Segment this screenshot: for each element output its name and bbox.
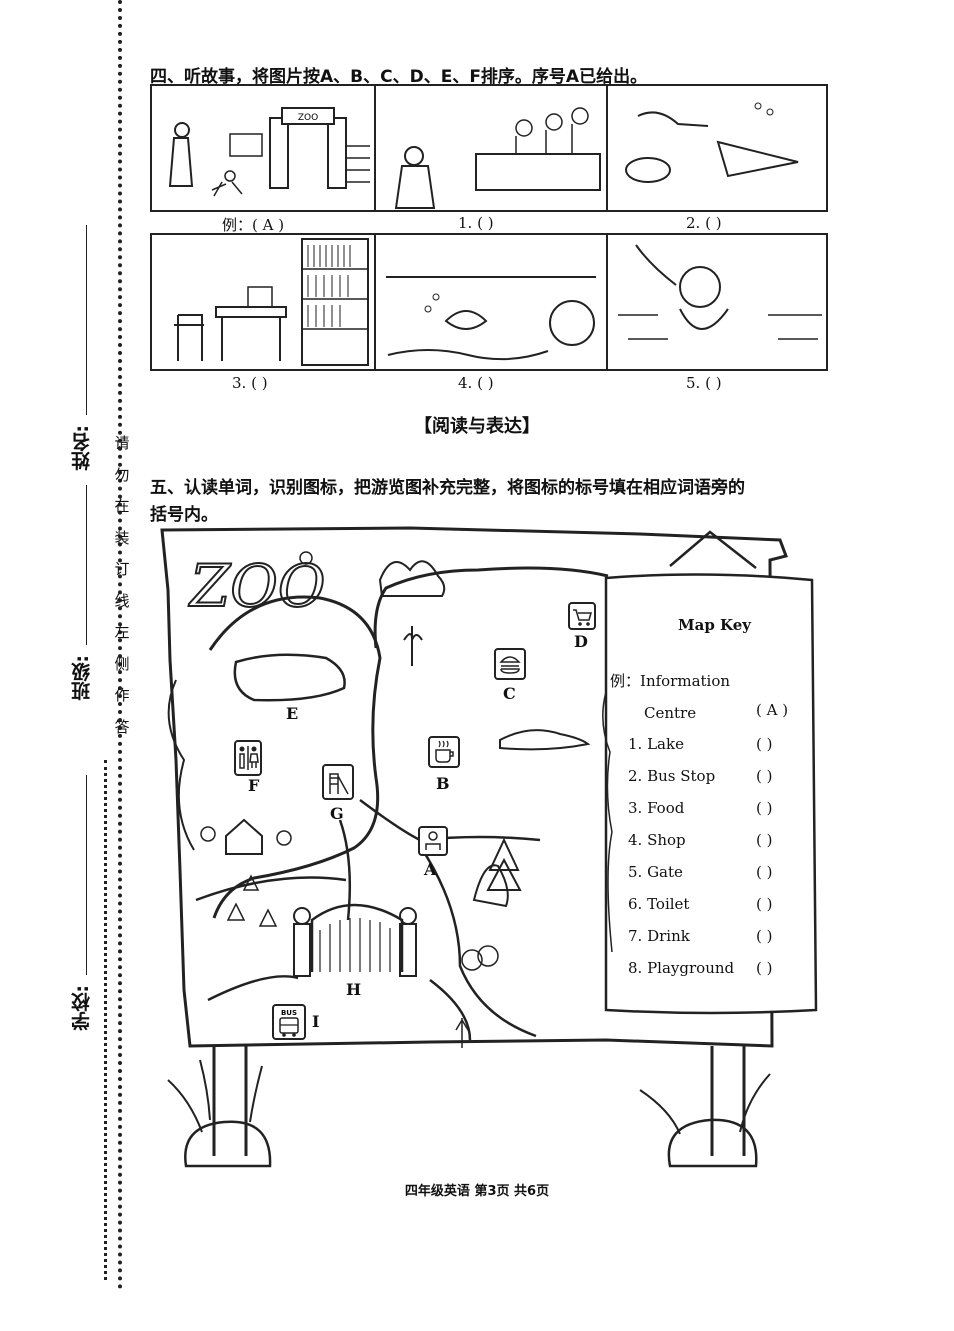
- map-letter-d: D: [574, 632, 588, 651]
- map-letter-f: F: [248, 776, 260, 795]
- zoo-entrance-illustration: ZOO: [168, 107, 370, 197]
- map-key-scroll: [602, 573, 818, 1015]
- map-key-example-label1: Information: [640, 672, 731, 690]
- aquarium-illustration: [386, 276, 596, 361]
- map-key-title: Map Key: [678, 616, 752, 634]
- map-key-item-toilet: 6. Toilet: [628, 895, 690, 913]
- map-letter-g: G: [330, 804, 344, 823]
- zoo-sign-small: ZOO: [298, 113, 318, 123]
- shop-icon: [568, 602, 596, 630]
- playground-icon: [322, 764, 354, 800]
- map-key-item-lake: 1. Lake: [628, 735, 684, 753]
- map-letter-a: A: [424, 860, 437, 879]
- map-key-example-prefix: 例：: [610, 672, 641, 690]
- answer-blank-lake[interactable]: ( ): [756, 735, 773, 753]
- section5-heading-line2: 括号内。: [150, 505, 218, 525]
- map-letter-h: H: [346, 980, 362, 999]
- map-key-example-label2: Centre: [644, 704, 697, 722]
- information-icon: [418, 826, 448, 856]
- picture-5: [608, 235, 830, 369]
- map-letter-c: C: [503, 684, 516, 703]
- section4-heading: 四、听故事，将图片按A、B、C、D、E、F排序。序号A已给出。: [150, 67, 648, 87]
- picture-3: [152, 235, 376, 369]
- bus-icon-label: BUS: [281, 1009, 297, 1017]
- picture-row-2: [150, 233, 828, 371]
- reading-section-title: 【阅读与表达】: [414, 416, 540, 437]
- map-letter-b: B: [436, 774, 450, 793]
- picture-1: [376, 86, 608, 210]
- classroom-illustration: [394, 107, 601, 209]
- library-illustration: [174, 238, 369, 366]
- answer-blank-food[interactable]: ( ): [756, 799, 773, 817]
- class-write-line: [86, 485, 87, 645]
- picture-row-1: ZOO: [150, 84, 828, 212]
- zoo-sign-text: ZOO: [188, 552, 325, 620]
- map-key-item-drink: 7. Drink: [628, 927, 690, 945]
- map-letter-e: E: [286, 704, 299, 723]
- caption-2: 2. ( ): [686, 214, 722, 232]
- map-key-example-answer: ( A ): [756, 701, 789, 719]
- caption-5: 5. ( ): [686, 374, 722, 392]
- answer-blank-drink[interactable]: ( ): [756, 927, 773, 945]
- picture-4: [376, 235, 608, 369]
- caption-4: 4. ( ): [458, 374, 494, 392]
- answer-blank-playground[interactable]: ( ): [756, 959, 773, 977]
- map-letter-i: I: [312, 1012, 320, 1031]
- caption-1: 1. ( ): [458, 214, 494, 232]
- map-key-example: 例：Information: [610, 670, 730, 691]
- picture-2: [608, 86, 830, 210]
- caption-3: 3. ( ): [232, 374, 268, 392]
- swimming-girl-illustration: [618, 244, 822, 340]
- toilet-icon: [234, 740, 262, 776]
- map-key-item-playground: 8. Playground: [628, 959, 735, 977]
- bus-icon: BUS: [272, 1004, 306, 1040]
- answer-blank-bus-stop[interactable]: ( ): [756, 767, 773, 785]
- binding-dotted-line-outer: [104, 760, 107, 1280]
- caption-example: 例：( A ): [222, 216, 285, 234]
- map-key-item-bus-stop: 2. Bus Stop: [628, 767, 716, 785]
- page-footer: 四年级英语 第3页 共6页: [404, 1184, 550, 1199]
- food-icon: [494, 648, 526, 680]
- school-write-line: [86, 775, 87, 975]
- ocean-illustration: [625, 102, 799, 183]
- section5-heading-line1: 五、认读单词，识别图标，把游览图补充完整，将图标的标号填在相应词语旁的: [150, 478, 745, 498]
- answer-blank-gate[interactable]: ( ): [756, 863, 773, 881]
- map-key-item-shop: 4. Shop: [628, 831, 686, 849]
- drink-icon: [428, 736, 460, 768]
- binding-notice: 请勿在 装订线 左侧作 答: [114, 434, 130, 736]
- name-write-line: [86, 225, 87, 415]
- answer-blank-shop[interactable]: ( ): [756, 831, 773, 849]
- map-key-item-gate: 5. Gate: [628, 863, 683, 881]
- binding-dotted-line: [118, 0, 122, 1290]
- picture-example: ZOO: [152, 86, 376, 210]
- answer-blank-toilet[interactable]: ( ): [756, 895, 773, 913]
- map-key-item-food: 3. Food: [628, 799, 685, 817]
